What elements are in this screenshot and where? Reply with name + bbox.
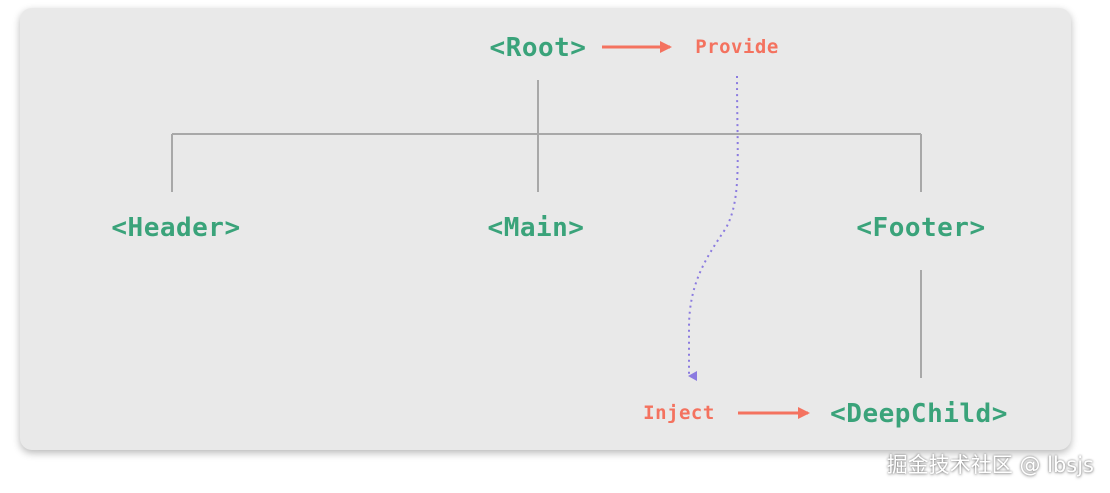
main-node: <Main>: [487, 213, 585, 243]
footer-node: <Footer>: [856, 213, 986, 243]
watermark: 掘金技术社区 @ lbsjs: [886, 453, 1094, 477]
provide-label: Provide: [695, 36, 779, 58]
deep-child-node: <DeepChild>: [830, 399, 1008, 429]
inject-label: Inject: [643, 402, 715, 424]
provide-inject-dotted-path: [688, 75, 739, 381]
diagram-panel: <Root> <Header> <Main> <Footer> <DeepChi…: [20, 8, 1071, 450]
tree-connectors: [171, 80, 922, 378]
header-node: <Header>: [111, 213, 241, 243]
root-node: <Root>: [489, 33, 587, 63]
component-tree-diagram: [171, 41, 922, 419]
